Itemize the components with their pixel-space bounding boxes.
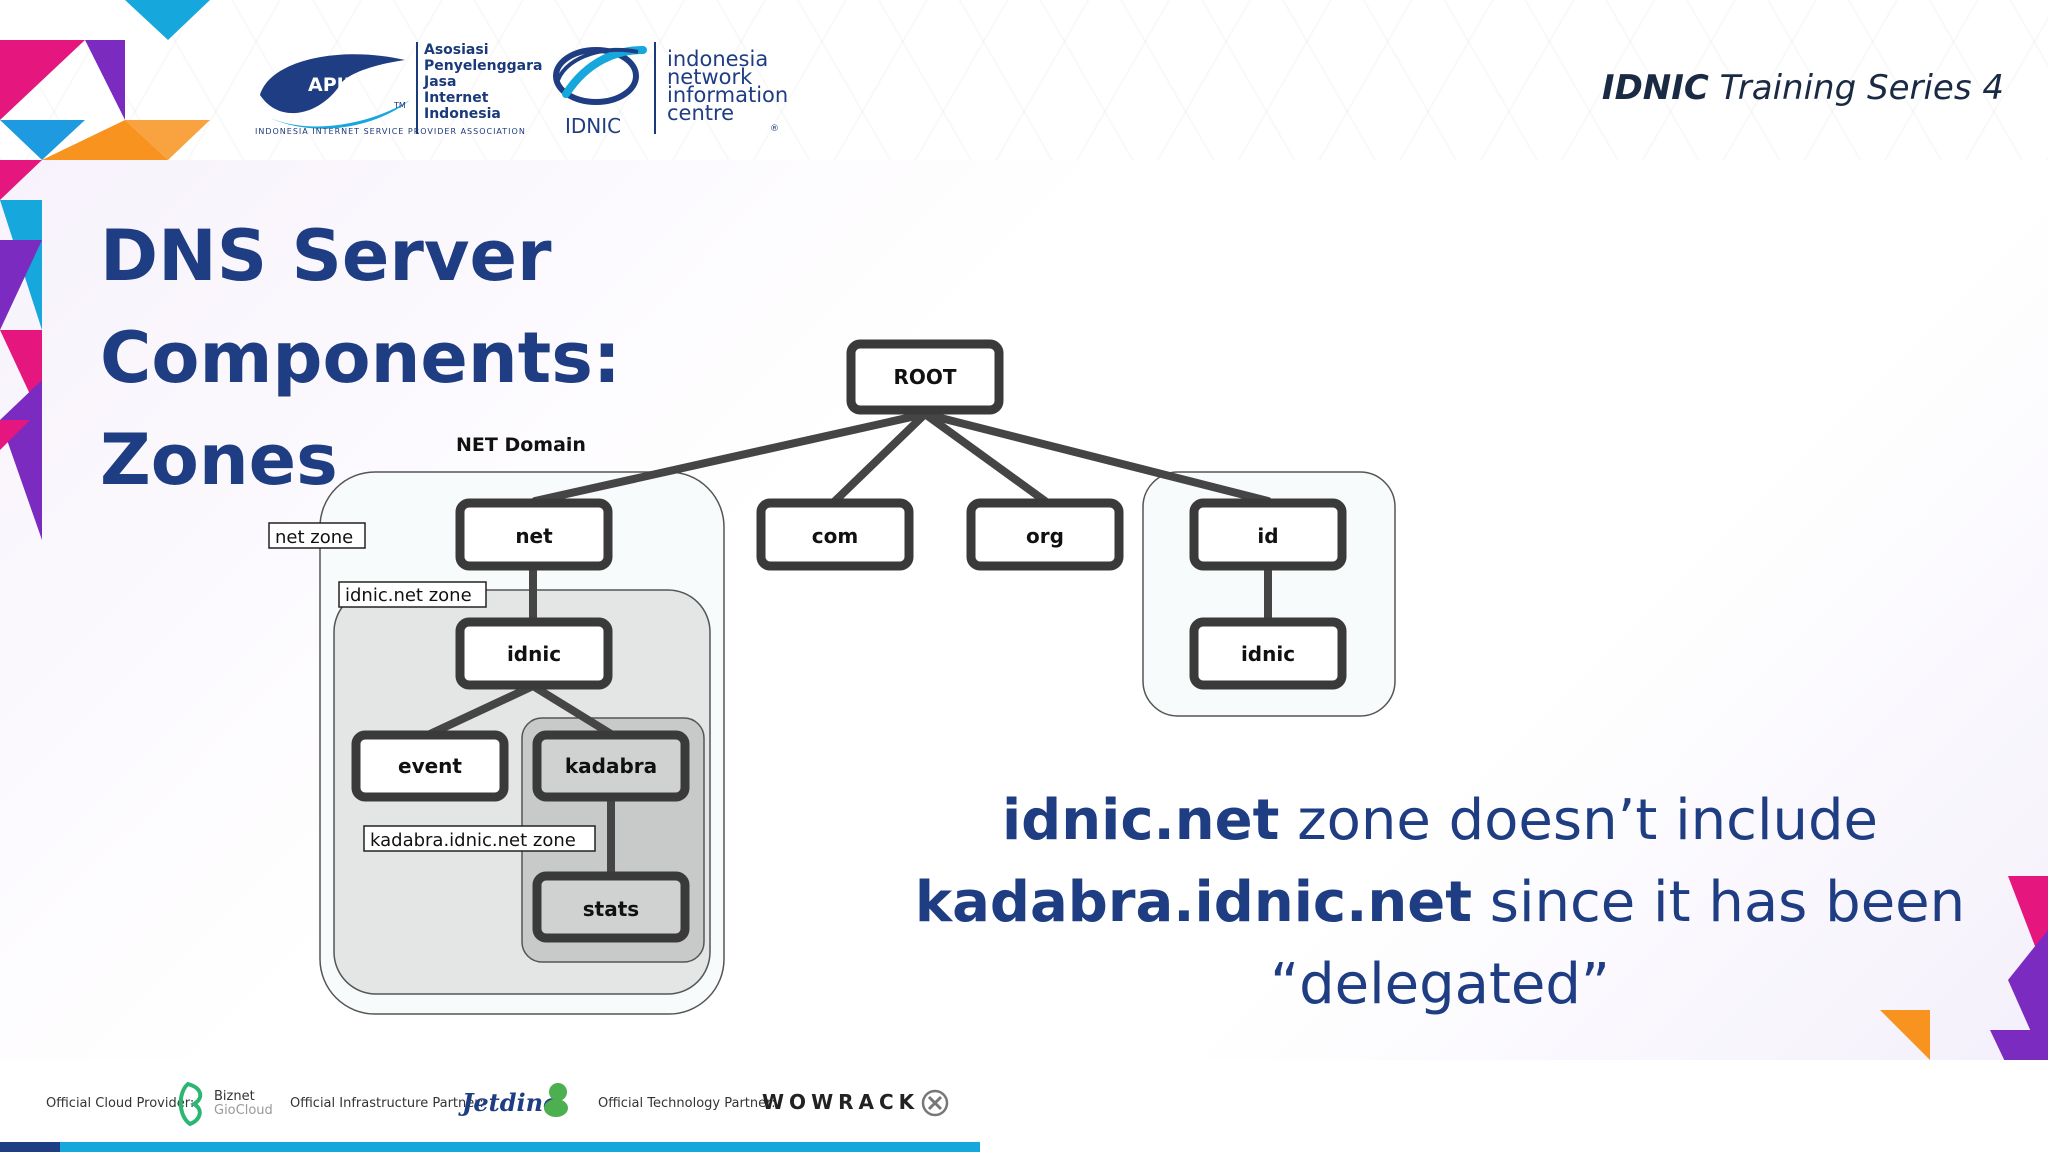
training-series-label: IDNIC Training Series 4 [1601,68,2004,108]
delegation-note: idnic.net zone doesn’t include kadabra.i… [914,788,1966,1017]
jetdino-brand: Jetdino [462,1088,560,1117]
apjii-tagline: INDONESIA INTERNET SERVICE PROVIDER ASSO… [255,127,526,136]
footer-accent-cyan [60,1142,980,1152]
net-domain-label: NET Domain [456,434,586,456]
apjii-divider [416,42,418,134]
tech-partner-label: Official Technology Partner: [598,1096,776,1111]
idnic-net-zone-label: idnic.net zone [338,581,487,608]
apjii-org-name: Asosiasi Penyelenggara Jasa Internet Ind… [424,42,543,122]
node-kadabra: kadabra [532,730,690,802]
idnic-org-name: indonesia network information centre [667,47,789,125]
kadabra-zone-label: kadabra.idnic.net zone [363,825,596,852]
idnic-logo-label: IDNIC [565,114,622,138]
svg-text:idnic.net zone: idnic.net zone [345,585,472,606]
apjii-logo-icon: APJII [260,54,410,129]
svg-text:kadabra.idnic.net zone: kadabra.idnic.net zone [370,830,576,851]
jetdino-mascot-icon [544,1083,568,1117]
svg-text:ROOT: ROOT [893,365,956,389]
node-id: id [1189,498,1347,571]
left-decoration [0,0,210,540]
tree-connectors [426,410,1272,880]
svg-text:net: net [515,524,553,548]
cloud-provider-label: Official Cloud Provider: [46,1096,195,1111]
svg-text:net zone: net zone [275,527,353,548]
idnic-logo-icon [553,46,647,105]
svg-text:id: id [1257,524,1278,548]
svg-text:com: com [812,524,858,548]
wowrack-brand: WOWRACK [762,1090,920,1114]
svg-text:kadabra: kadabra [565,754,657,778]
idnic-divider [654,42,656,134]
apjii-logo-text: APJII [308,74,358,96]
node-idnic-id: idnic [1189,617,1347,690]
node-event: event [351,730,509,802]
svg-text:stats: stats [583,897,639,921]
node-com: com [756,498,914,571]
biznet-logo-icon [178,1081,203,1127]
node-net: net [455,498,613,571]
infra-partner-label: Official Infrastructure Partner: [290,1096,484,1111]
svg-text:idnic: idnic [507,642,561,666]
svg-text:org: org [1026,524,1064,548]
footer-accent-navy [0,1142,62,1152]
footer [0,1060,2048,1152]
net-zone-label: net zone [268,522,366,549]
registered-mark: ® [770,124,779,134]
node-idnic-net: idnic [455,617,613,690]
wowrack-logo-icon [921,1089,949,1117]
biznet-brand: Biznet GioCloud [214,1089,273,1118]
slide-title: DNS Server Components: Zones [100,215,621,501]
tm-mark: TM [394,101,406,110]
node-root: ROOT [846,339,1004,415]
node-org: org [966,498,1124,571]
svg-text:idnic: idnic [1241,642,1295,666]
node-stats: stats [532,871,690,943]
svg-text:event: event [398,754,462,778]
header-band [0,0,2048,160]
